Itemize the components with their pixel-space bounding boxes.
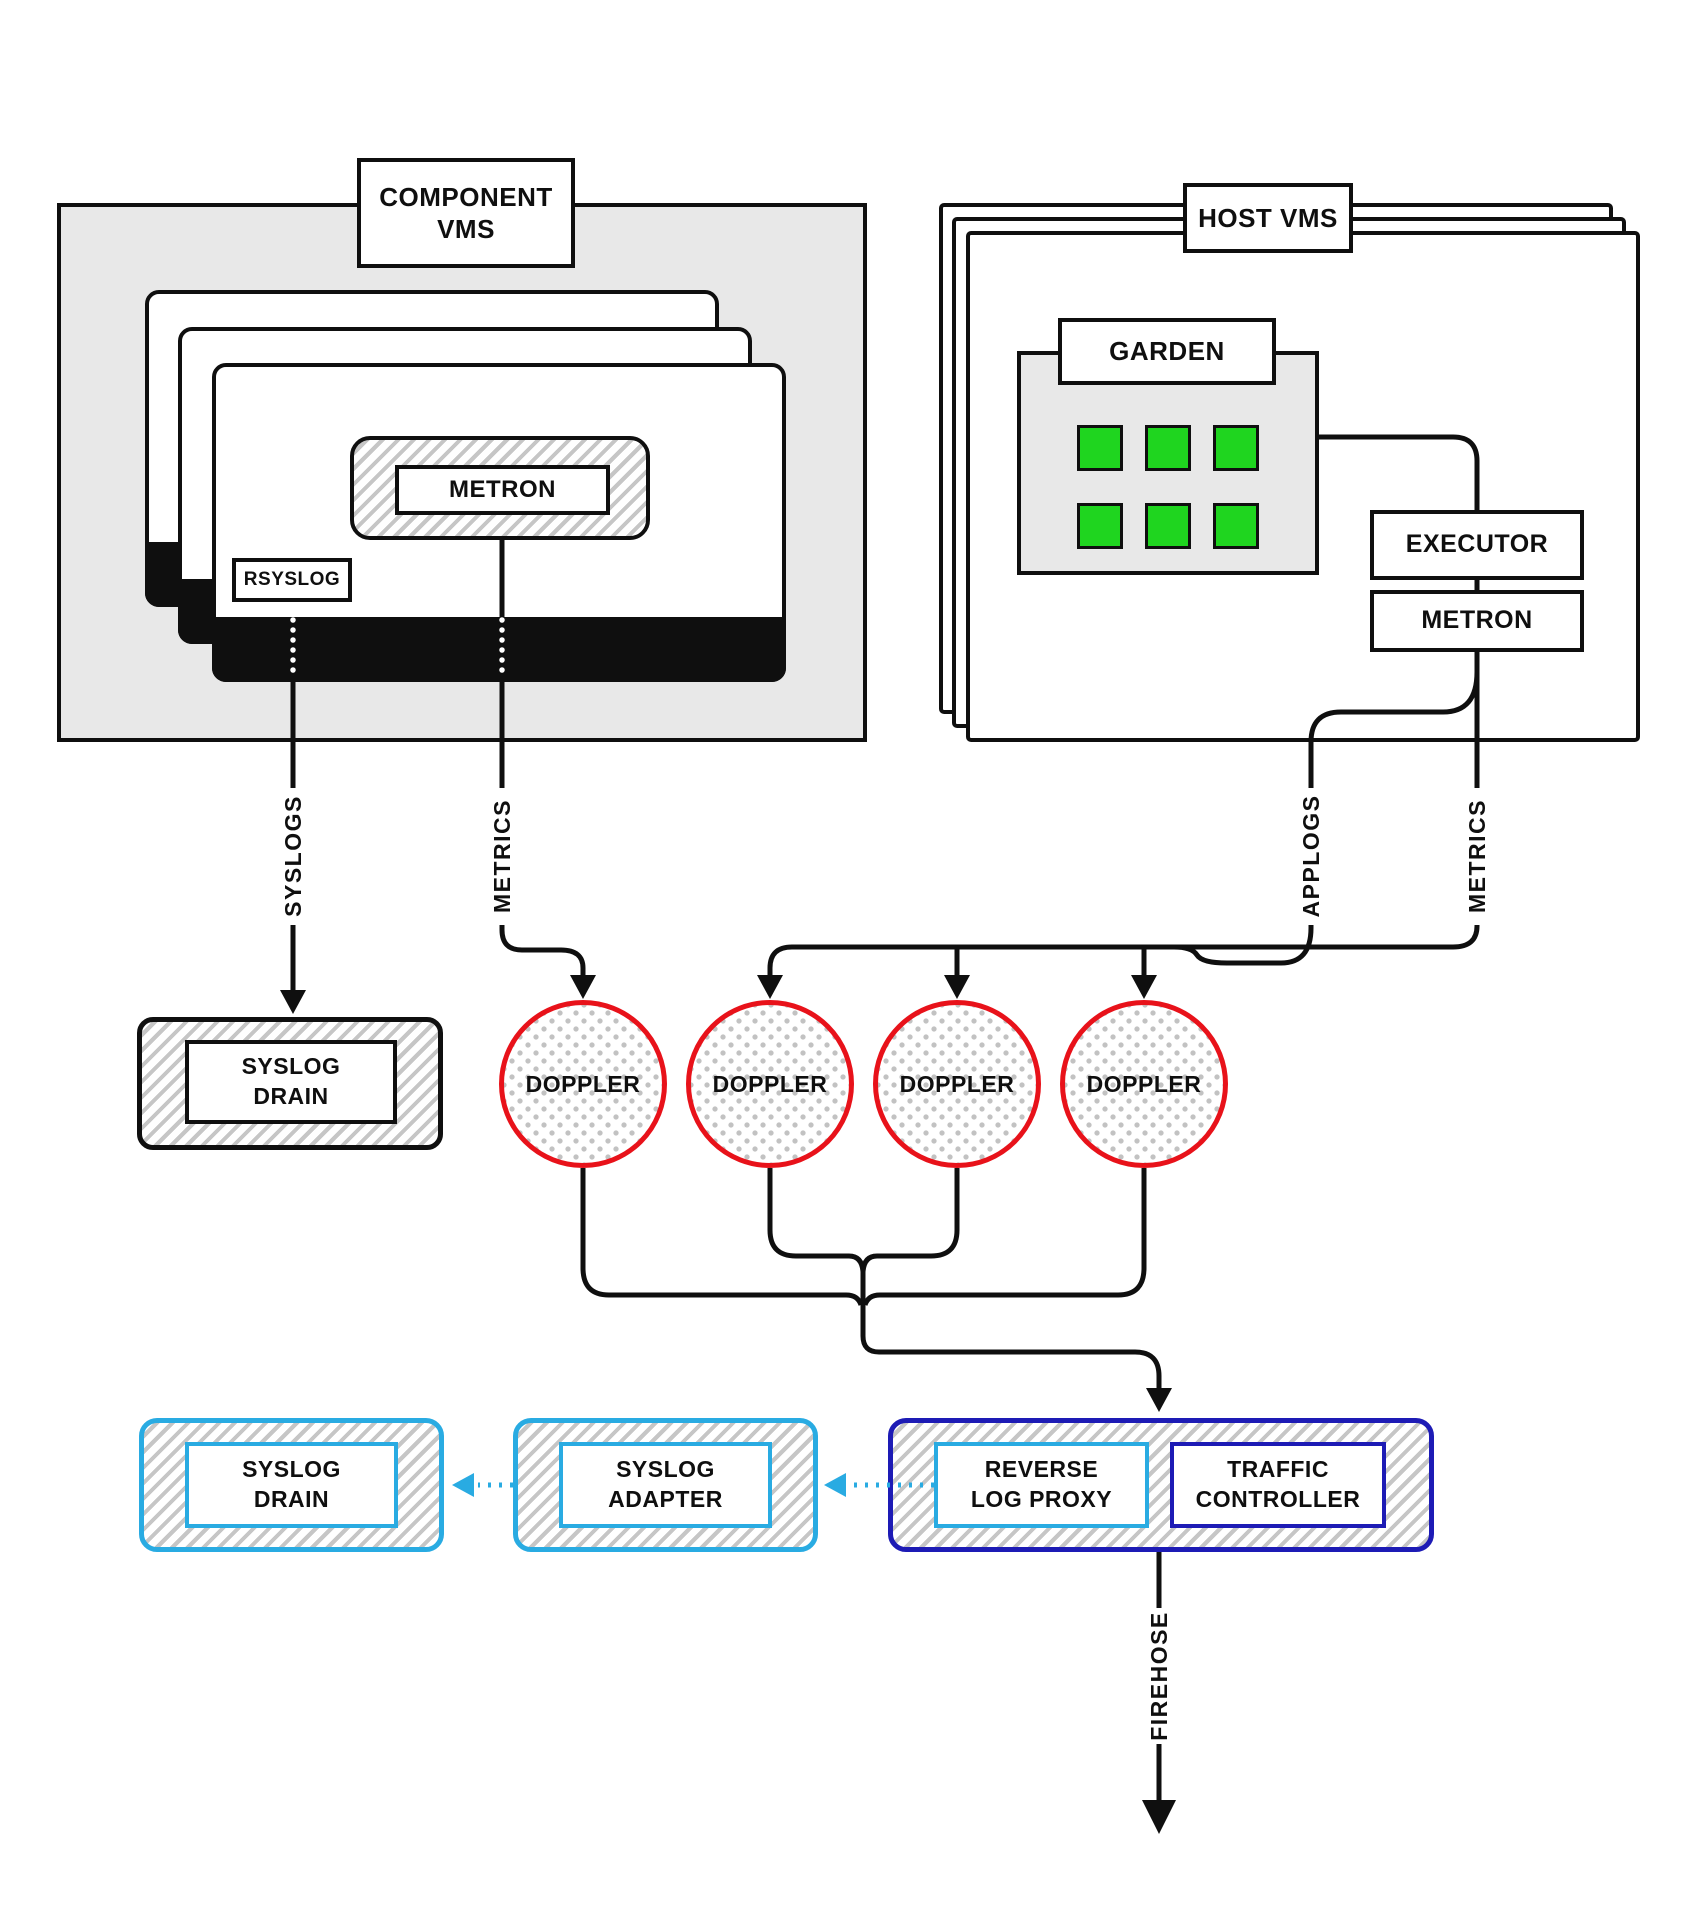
container-square (1077, 425, 1123, 471)
component-vms-title-box: COMPONENT VMS (357, 158, 575, 268)
rsyslog-box: RSYSLOG (232, 558, 352, 602)
metrics-left-flow-label: METRICS (488, 799, 515, 913)
container-square (1213, 425, 1259, 471)
applogs-flow-label: APPLOGS (1297, 794, 1324, 918)
syslog-drain-bottom-inner: SYSLOG DRAIN (185, 1442, 398, 1528)
executor-label: EXECUTOR (1405, 530, 1549, 559)
traffic-controller-box: TRAFFIC CONTROLLER (1170, 1442, 1386, 1528)
component-vms-title-line2: VMS (437, 214, 495, 244)
doppler-1: DOPPLER (499, 1000, 667, 1168)
doppler-3: DOPPLER (873, 1000, 1041, 1168)
syslog-adapter-inner: SYSLOG ADAPTER (559, 1442, 772, 1528)
component-metron-box: METRON (395, 465, 610, 515)
host-vms-title-box: HOST VMS (1183, 183, 1353, 253)
doppler-4: DOPPLER (1060, 1000, 1228, 1168)
host-vms-title: HOST VMS (1198, 202, 1338, 233)
component-vms-title-line1: COMPONENT (379, 181, 553, 212)
firehose-flow-label: FIREHOSE (1145, 1611, 1172, 1741)
container-square (1145, 503, 1191, 549)
garden-title-box: GARDEN (1058, 318, 1276, 385)
rsyslog-label: RSYSLOG (243, 568, 341, 590)
garden-containers-grid (1077, 425, 1259, 549)
metrics-right-flow-label: METRICS (1463, 799, 1490, 913)
syslog-drain-top-inner: SYSLOG DRAIN (185, 1040, 397, 1124)
executor-box: EXECUTOR (1370, 510, 1584, 580)
component-metron-label: METRON (449, 476, 556, 504)
host-metron-label: METRON (1421, 606, 1533, 635)
vm-card-footer (212, 617, 786, 682)
garden-title: GARDEN (1109, 336, 1225, 367)
container-square (1145, 425, 1191, 471)
doppler-2: DOPPLER (686, 1000, 854, 1168)
syslogs-flow-label: SYSLOGS (279, 795, 306, 917)
container-square (1213, 503, 1259, 549)
container-square (1077, 503, 1123, 549)
host-metron-box: METRON (1370, 590, 1584, 652)
reverse-log-proxy-box: REVERSE LOG PROXY (934, 1442, 1149, 1528)
